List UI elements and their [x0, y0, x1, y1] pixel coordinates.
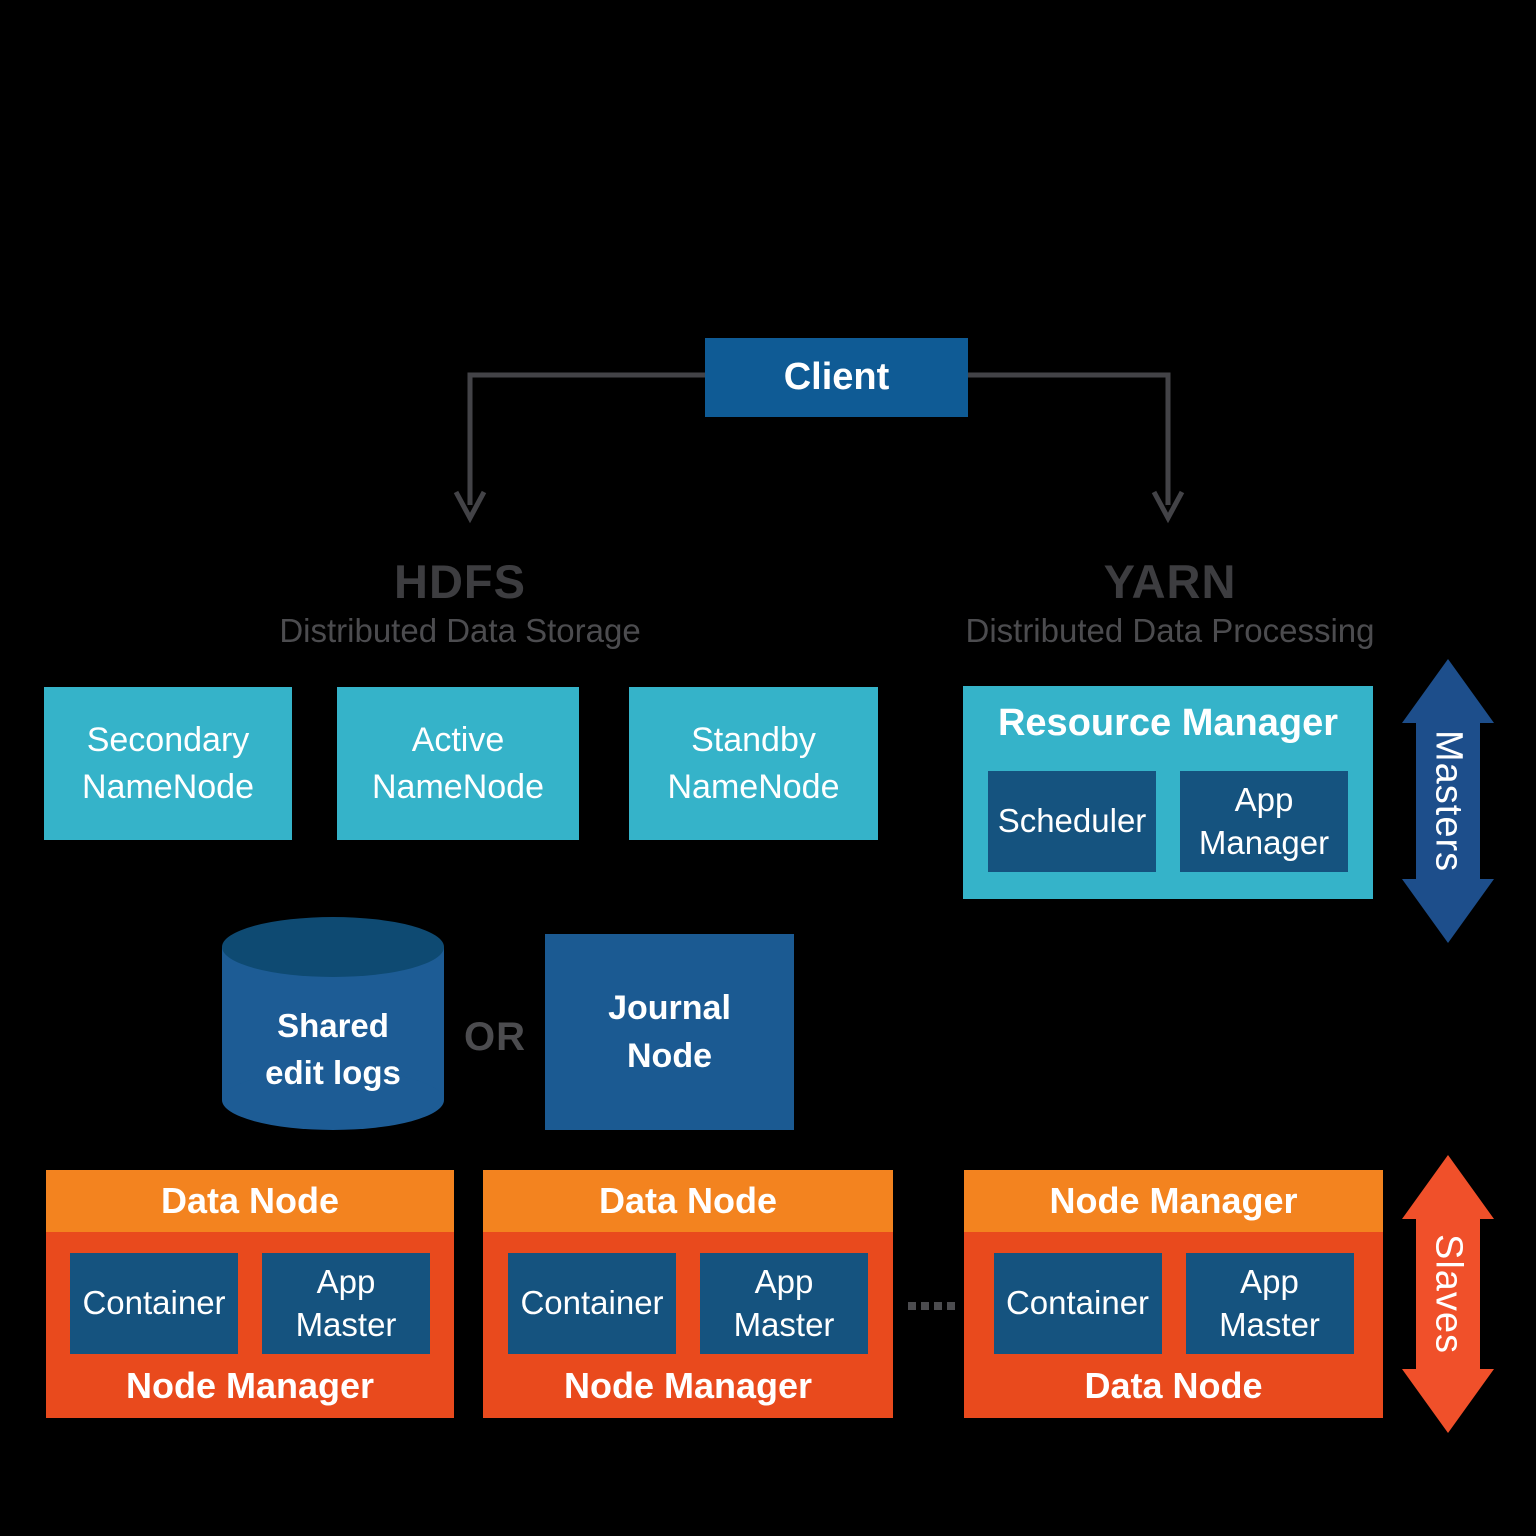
slaves-arrow: Slaves: [1402, 1155, 1494, 1433]
client-node: Client: [705, 338, 968, 417]
yarn-arrowhead-icon: [1151, 490, 1185, 524]
worker-3-header: Node Manager: [964, 1170, 1383, 1232]
arrow-down-icon: [1402, 879, 1494, 943]
arrow-down-icon: [1402, 1369, 1494, 1433]
worker-3-container-box: Container: [993, 1253, 1162, 1354]
hdfs-arrowhead-icon: [453, 490, 487, 524]
cylinder-bottom: [222, 1070, 444, 1130]
or-label: OR: [464, 1014, 526, 1059]
active-namenode-box: Active NameNode: [337, 687, 579, 840]
resource-manager-box: Resource Manager Scheduler App Manager: [963, 686, 1373, 899]
more-workers-ellipsis: [908, 1302, 955, 1310]
worker-1-container-box: Container: [70, 1253, 238, 1354]
standby-namenode-box: Standby NameNode: [629, 687, 878, 840]
worker-3-app-master-box: App Master: [1185, 1253, 1354, 1354]
ellipsis-dot: [947, 1302, 955, 1310]
worker-3-children: Container App Master: [964, 1232, 1383, 1354]
yarn-subtitle: Distributed Data Processing: [965, 612, 1375, 649]
yarn-title: YARN: [1103, 555, 1237, 608]
client-to-yarn-line: [968, 372, 1171, 505]
worker-node-3: Node Manager Container App Master Data N…: [964, 1170, 1383, 1418]
slaves-label: Slaves: [1427, 1233, 1470, 1355]
worker-2-footer: Node Manager: [563, 1365, 813, 1406]
worker-node-2: Data Node Container App Master Node Mana…: [483, 1170, 893, 1418]
worker-2-header: Data Node: [483, 1170, 893, 1232]
worker-2-children: Container App Master: [483, 1232, 893, 1354]
worker-1-app-master-box: App Master: [262, 1253, 430, 1354]
worker-1-header: Data Node: [46, 1170, 454, 1232]
worker-1-footer: Node Manager: [125, 1365, 375, 1406]
worker-1-children: Container App Master: [46, 1232, 454, 1354]
app-manager-box: App Manager: [1180, 771, 1348, 872]
worker-3-footer: Data Node: [1084, 1365, 1263, 1406]
worker-2-app-master-box: App Master: [700, 1253, 868, 1354]
shared-edit-logs-cylinder: Shared edit logs: [222, 917, 444, 1130]
masters-label: Masters: [1427, 729, 1470, 873]
scheduler-box: Scheduler: [988, 771, 1156, 872]
cylinder-top: [222, 917, 444, 977]
shared-edit-logs-label: Shared edit logs: [265, 1006, 401, 1091]
resource-manager-children: Scheduler App Manager: [963, 771, 1373, 872]
client-to-hdfs-line: [467, 372, 705, 505]
masters-arrow-shaft: Masters: [1416, 723, 1480, 879]
ellipsis-dot: [921, 1302, 929, 1310]
hdfs-subtitle: Distributed Data Storage: [279, 612, 641, 649]
resource-manager-title: Resource Manager: [997, 702, 1338, 744]
arrow-up-icon: [1402, 1155, 1494, 1219]
slaves-arrow-shaft: Slaves: [1416, 1219, 1480, 1369]
worker-2-container-box: Container: [508, 1253, 676, 1354]
hdfs-title: HDFS: [394, 555, 526, 608]
arrow-up-icon: [1402, 659, 1494, 723]
ellipsis-dot: [934, 1302, 942, 1310]
masters-arrow: Masters: [1402, 659, 1494, 943]
journal-node-box: Journal Node: [545, 934, 794, 1130]
ellipsis-dot: [908, 1302, 916, 1310]
secondary-namenode-box: Secondary NameNode: [44, 687, 292, 840]
worker-node-1: Data Node Container App Master Node Mana…: [46, 1170, 454, 1418]
